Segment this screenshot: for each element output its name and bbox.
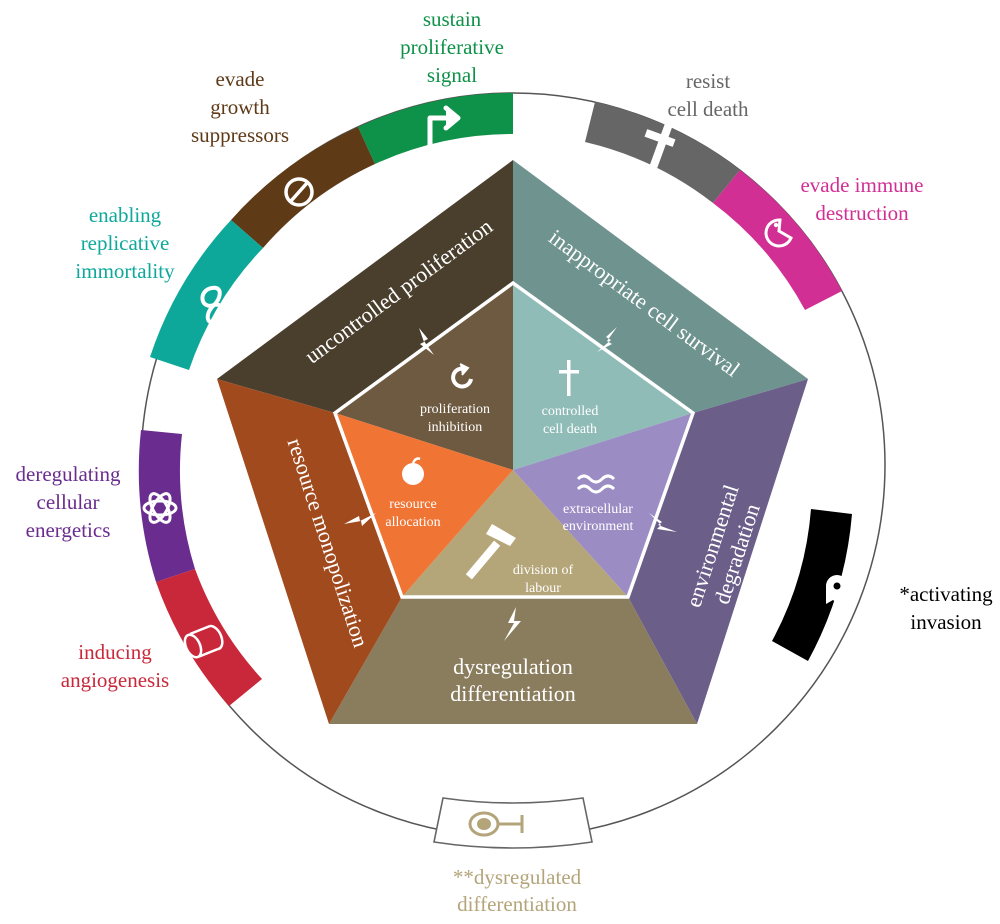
core-resource-allocation: [335, 413, 513, 597]
hallmark-labels: sustain proliferative signal evade growt…: [16, 7, 994, 916]
theta-icon: [284, 177, 314, 207]
core-extracellular-environment: [513, 413, 693, 597]
segment-sustain-proliferative-signal: [358, 93, 513, 164]
region-resource-monopolization: [217, 379, 402, 724]
cross-icon: [559, 360, 579, 396]
apple-icon: [402, 457, 424, 485]
proliferation-inhibition-line-1: proliferation: [420, 402, 490, 417]
evade-growth-line-1: evade: [216, 67, 265, 91]
atom-icon: [142, 492, 178, 524]
extracellular-environment-line-1: extracellular: [563, 502, 633, 517]
cell-inhibit-icon: [468, 811, 524, 837]
ghost-icon: [826, 575, 848, 604]
lightning-icon: [649, 513, 677, 532]
cycle-icon: [451, 363, 473, 389]
pacman-icon: [764, 218, 793, 248]
segment-evade-immune-destruction: [713, 170, 842, 310]
division-of-labour-line-2: labour: [525, 581, 561, 596]
dysregulated-line-2: differentiation: [457, 892, 577, 916]
sustain-line-2: proliferative: [400, 35, 504, 59]
deregulating-line-3: energetics: [26, 518, 111, 542]
inner-core: [332, 280, 696, 599]
division-of-labour-line-1: division of: [513, 563, 574, 578]
lightning-icon: [597, 327, 617, 352]
activating-line-2: invasion: [910, 610, 982, 634]
inner-pentagon-border: [332, 280, 696, 599]
lightning-icon: [504, 607, 521, 641]
evade-immune-line-2: destruction: [815, 201, 909, 225]
evade-growth-line-2: growth: [210, 95, 270, 119]
sustain-line-1: sustain: [423, 7, 482, 31]
enabling-line-1: enabling: [89, 203, 162, 227]
activating-line-1: *activating: [899, 582, 993, 606]
resource-allocation-line-2: allocation: [385, 515, 440, 530]
resist-line-1: resist: [686, 69, 730, 93]
arrow-icon: [427, 105, 461, 149]
middle-ring: [217, 160, 808, 724]
segment-activating-invasion: [772, 509, 852, 661]
infinity-icon: [200, 285, 227, 325]
hammer-icon: [465, 524, 516, 580]
resist-line-2: cell death: [667, 97, 749, 121]
inducing-line-1: inducing: [78, 640, 152, 664]
dysregulation-differentiation-line-2: differentiation: [450, 681, 575, 706]
sustain-line-3: signal: [427, 63, 477, 87]
segment-enabling-replicative-immortality: [150, 220, 263, 370]
region-dysregulation-differentiation: [329, 597, 697, 724]
enabling-line-2: replicative: [81, 231, 170, 255]
region-environmental-degradation: [628, 379, 808, 724]
segment-inducing-angiogenesis: [156, 569, 262, 706]
cylinder-icon: [183, 624, 224, 659]
enabling-line-3: immortality: [75, 259, 175, 283]
core-proliferation-inhibition: [335, 283, 513, 470]
evade-immune-line-1: evade immune: [800, 173, 923, 197]
core-controlled-cell-death: [513, 283, 693, 470]
waves-icon: [576, 474, 616, 494]
core-division-of-labour: [402, 470, 628, 597]
proliferation-inhibition-line-2: inhibition: [428, 420, 482, 435]
resource-allocation-line-1: resource: [389, 497, 436, 512]
inducing-line-2: angiogenesis: [61, 668, 169, 692]
extracellular-environment-line-2: environment: [563, 519, 634, 534]
deregulating-line-1: deregulating: [16, 462, 121, 486]
region-inappropriate-cell-survival: [513, 160, 808, 413]
cross-icon: [644, 123, 676, 169]
dysregulation-differentiation-line-1: dysregulation: [453, 654, 573, 679]
region-uncontrolled-proliferation: [217, 160, 513, 413]
deregulating-line-2: cellular: [37, 490, 100, 514]
lightning-icons: [344, 327, 677, 641]
controlled-cell-death-line-1: controlled: [542, 404, 599, 419]
evade-growth-line-3: suppressors: [191, 123, 289, 147]
controlled-cell-death-line-2: cell death: [543, 422, 597, 437]
dysregulated-line-1: **dysregulated: [453, 865, 582, 889]
lightning-icon: [419, 328, 434, 355]
